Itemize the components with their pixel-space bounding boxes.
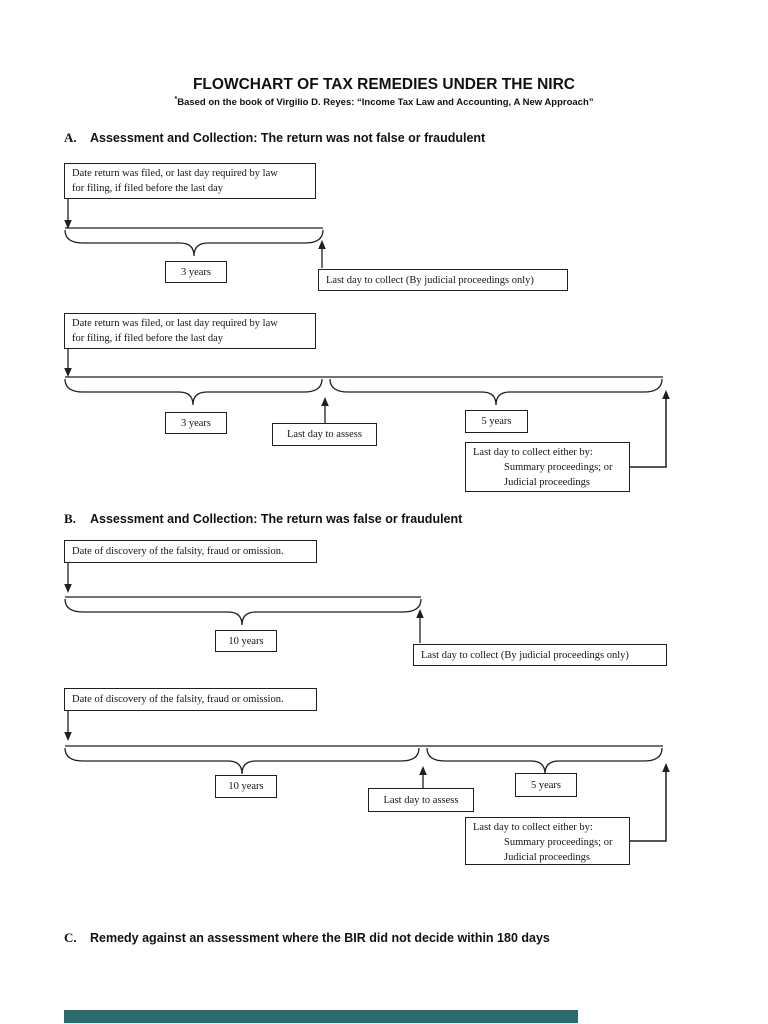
b2-brace-left (64, 747, 420, 775)
b1-collect-box: Last day to collect (By judicial proceed… (413, 644, 667, 666)
page-title: FLOWCHART OF TAX REMEDIES UNDER THE NIRC (192, 76, 576, 93)
b1-down-arrow-head (64, 584, 72, 593)
b2-collect-box: Last day to collect either by: Summary p… (465, 817, 630, 865)
bottom-accent-bar (64, 1010, 578, 1023)
a2-start-box: Date return was filed, or last day requi… (64, 313, 316, 349)
a2-collect-line2: Summary proceedings; or (504, 462, 613, 473)
a2-brace-left (64, 378, 323, 406)
b2-start-label: Date of discovery of the falsity, fraud … (72, 694, 284, 705)
b1-start-label: Date of discovery of the falsity, fraud … (72, 546, 284, 557)
a1-duration-box: 3 years (165, 261, 227, 283)
subtitle-text: Based on the book of Virgilio D. Reyes: … (177, 97, 594, 109)
section-a-heading-text: Assessment and Collection: The return wa… (90, 131, 486, 145)
b2-duration1-box: 10 years (215, 775, 277, 798)
a1-up-arrow-head (318, 240, 326, 249)
b2-collect-line3: Judicial proceedings (504, 852, 591, 863)
a2-collect-line3: Judicial proceedings (504, 477, 591, 488)
a1-start-line1: Date return was filed, or last day requi… (72, 168, 278, 179)
b1-duration-box: 10 years (215, 630, 277, 652)
b2-brace-right (426, 747, 663, 775)
subtitle-asterisk: * (174, 96, 178, 103)
a1-start-box: Date return was filed, or last day requi… (64, 163, 316, 199)
a1-collect-box: Last day to collect (By judicial proceed… (318, 269, 568, 291)
b2-collect-line2: Summary proceedings; or (504, 837, 613, 848)
b1-up-arrow-head (416, 609, 424, 618)
section-b-heading: B. Assessment and Collection: The return … (64, 511, 462, 527)
b2-down-arrow-head (64, 732, 72, 741)
a1-collect-label: Last day to collect (By judicial proceed… (326, 274, 534, 286)
b2-assess-arrow-head (419, 766, 427, 775)
section-b-letter: B. (64, 511, 76, 526)
page-subtitle: *Based on the book of Virgilio D. Reyes:… (0, 96, 768, 108)
a1-brace (64, 229, 324, 257)
a1-start-line2: for filing, if filed before the last day (72, 183, 224, 194)
a2-assess-arrow-head (321, 397, 329, 406)
b2-start-box: Date of discovery of the falsity, fraud … (64, 688, 317, 711)
a1-down-arrow-head (64, 220, 72, 229)
a2-elbow-connector (630, 399, 667, 468)
b2-elbow-connector (630, 772, 667, 842)
section-a-heading: A. Assessment and Collection: The return … (64, 130, 485, 146)
b1-collect-label: Last day to collect (By judicial proceed… (421, 649, 629, 661)
a2-elbow-arrow-head (662, 390, 670, 399)
a2-brace-right (329, 378, 663, 406)
b2-elbow-arrow-head (662, 763, 670, 772)
b2-assess-box: Last day to assess (368, 788, 474, 812)
a2-collect-line1: Last day to collect either by: (473, 447, 593, 458)
b1-start-box: Date of discovery of the falsity, fraud … (64, 540, 317, 563)
section-a-letter: A. (64, 130, 77, 145)
a2-collect-box: Last day to collect either by: Summary p… (465, 442, 630, 492)
b2-duration2-box: 5 years (515, 773, 577, 797)
a2-start-line2: for filing, if filed before the last day (72, 333, 224, 344)
b2-collect-line1: Last day to collect either by: (473, 822, 593, 833)
section-c-heading: C. Remedy against an assessment where the… (64, 930, 550, 946)
a2-duration2-box: 5 years (465, 410, 528, 433)
section-c-heading-text: Remedy against an assessment where the B… (90, 931, 550, 945)
b1-brace (64, 598, 422, 626)
section-c-letter: C. (64, 930, 77, 945)
a2-assess-box: Last day to assess (272, 423, 377, 446)
section-b-heading-text: Assessment and Collection: The return wa… (90, 512, 463, 526)
a2-start-line1: Date return was filed, or last day requi… (72, 318, 278, 329)
a2-down-arrow-head (64, 368, 72, 377)
a2-duration1-box: 3 years (165, 412, 227, 434)
